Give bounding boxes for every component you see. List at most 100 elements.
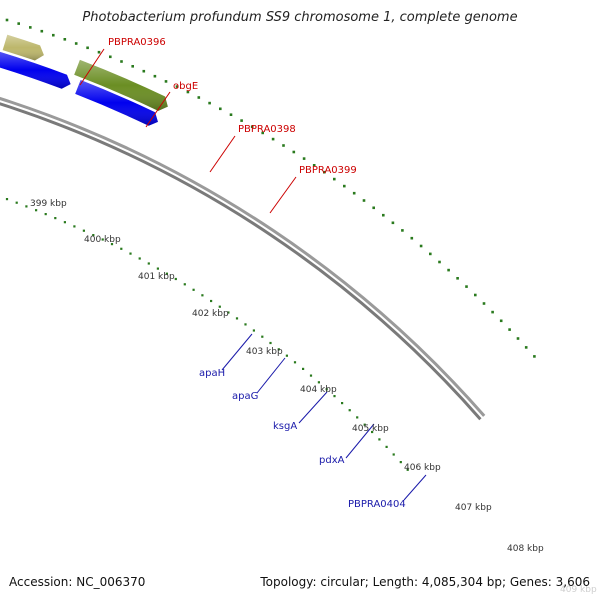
scale-label: 402 kbp xyxy=(192,309,229,319)
scale-label: 407 kbp xyxy=(455,503,492,513)
inner-tick-dot xyxy=(201,294,204,297)
inner-tick-dot xyxy=(44,213,47,216)
outer-tick-dot xyxy=(438,260,441,264)
outer-tick-dot xyxy=(29,26,32,29)
inner-tick-dot xyxy=(15,201,18,204)
outer-tick-dot xyxy=(352,191,356,195)
outer-tick-dot xyxy=(401,229,404,232)
inner-tick-dot xyxy=(101,238,104,241)
outer-tick-dot xyxy=(292,150,296,154)
gene-feature-shade-20 xyxy=(74,59,168,111)
bottom-label-leader xyxy=(298,391,328,424)
scale-label: 400 kbp xyxy=(84,235,121,245)
bottom-gene-label: PBPRA0404 xyxy=(348,499,406,510)
outer-tick-dot xyxy=(447,268,450,272)
outer-tick-dot xyxy=(52,33,55,37)
bottom-gene-label: apaG xyxy=(232,391,258,402)
inner-tick-dot xyxy=(5,198,9,201)
scale-label: 405 kbp xyxy=(352,424,389,434)
inner-tick-dot xyxy=(218,305,221,308)
inner-tick-dot xyxy=(309,374,313,377)
inner-tick-dot xyxy=(147,262,150,265)
backbone-outer-line xyxy=(0,97,486,417)
outer-tick-dot xyxy=(175,85,179,88)
top-gene-label: obgE xyxy=(173,81,198,92)
inner-tick-dot xyxy=(269,341,272,345)
inner-tick-dot xyxy=(165,272,168,275)
inner-tick-dot xyxy=(227,311,230,314)
inner-tick-dot xyxy=(293,361,297,364)
outer-tick-dot xyxy=(240,119,243,122)
scale-label: 406 kbp xyxy=(404,463,441,473)
outer-tick-dot xyxy=(282,144,285,147)
bottom-gene-label: apaH xyxy=(199,368,225,379)
inner-tick-dot xyxy=(192,288,195,291)
inner-tick-dot xyxy=(25,205,28,208)
inner-tick-dot xyxy=(371,430,374,434)
outer-tick-dot xyxy=(120,60,123,63)
map-title: Photobacterium profundum SS9 chromosome … xyxy=(82,10,518,25)
gene-feature-shade-18 xyxy=(2,34,44,61)
inner-tick-dot xyxy=(54,217,57,220)
outer-tick-dot xyxy=(524,346,528,349)
outer-tick-dot xyxy=(261,131,264,135)
inner-tick-dot xyxy=(333,395,336,398)
outer-tick-dot xyxy=(343,184,346,188)
gene-feature-shade-19 xyxy=(75,79,158,126)
inner-tick-dot xyxy=(399,461,402,464)
inner-tick-dot xyxy=(317,381,320,384)
bottom-gene-label: pdxA xyxy=(319,455,345,466)
outer-tick-dot xyxy=(40,29,44,33)
inner-tick-dot xyxy=(210,299,213,303)
outer-tick-dot xyxy=(164,80,168,83)
inner-tick-dot xyxy=(392,453,395,456)
outer-tick-dot xyxy=(109,55,112,59)
inner-tick-dot xyxy=(252,329,255,332)
outer-tick-dot xyxy=(323,170,326,174)
inner-tick-dot xyxy=(285,354,288,357)
top-gene-label: PBPRA0399 xyxy=(299,165,357,176)
chromosome-backbone xyxy=(0,97,486,421)
inner-tick-dot xyxy=(35,209,38,212)
outer-tick-dot xyxy=(153,74,157,78)
outer-tick-dot xyxy=(17,22,20,25)
scale-label: 409 kbp xyxy=(560,585,597,595)
bottom-label-leader xyxy=(345,423,375,459)
inner-tick-dot xyxy=(378,438,381,441)
outer-tick-dot xyxy=(516,337,520,340)
top-label-leader xyxy=(79,48,105,86)
inner-tick-dot xyxy=(356,416,359,419)
outer-tick-dot xyxy=(372,206,375,210)
outer-tick-dot xyxy=(312,164,316,167)
inner-tick-dot xyxy=(261,335,264,338)
bottom-label-leader xyxy=(221,333,253,371)
outer-tick-dot xyxy=(391,221,395,225)
outer-tick-dot xyxy=(474,293,477,297)
top-gene-label: PBPRA0398 xyxy=(238,124,296,135)
outer-tick-dot xyxy=(382,213,385,217)
scale-label: 403 kbp xyxy=(246,347,283,357)
accession-text: Accession: NC_006370 xyxy=(9,575,146,589)
inner-tick-dot xyxy=(120,247,123,250)
gene-features xyxy=(0,34,168,126)
inner-tick-dot xyxy=(63,221,66,224)
tick-marks xyxy=(5,18,536,471)
inner-tick-dot xyxy=(138,257,141,260)
bottom-label-leader xyxy=(256,357,286,394)
inner-tick-dot xyxy=(73,225,76,228)
outer-tick-dot xyxy=(97,50,101,54)
genome-summary-text: Topology: circular; Length: 4,085,304 bp… xyxy=(260,575,590,589)
outer-tick-dot xyxy=(429,252,432,256)
outer-tick-dot xyxy=(333,177,336,181)
inner-tick-dot xyxy=(277,348,280,351)
outer-tick-dot xyxy=(508,328,511,331)
outer-tick-dot xyxy=(419,244,423,248)
scale-label: 404 kbp xyxy=(300,385,337,395)
outer-tick-dot xyxy=(229,113,233,116)
inner-tick-dot xyxy=(129,252,132,255)
outer-tick-dot xyxy=(410,236,414,240)
inner-tick-dot xyxy=(244,323,247,326)
scale-label: 408 kbp xyxy=(507,544,544,554)
